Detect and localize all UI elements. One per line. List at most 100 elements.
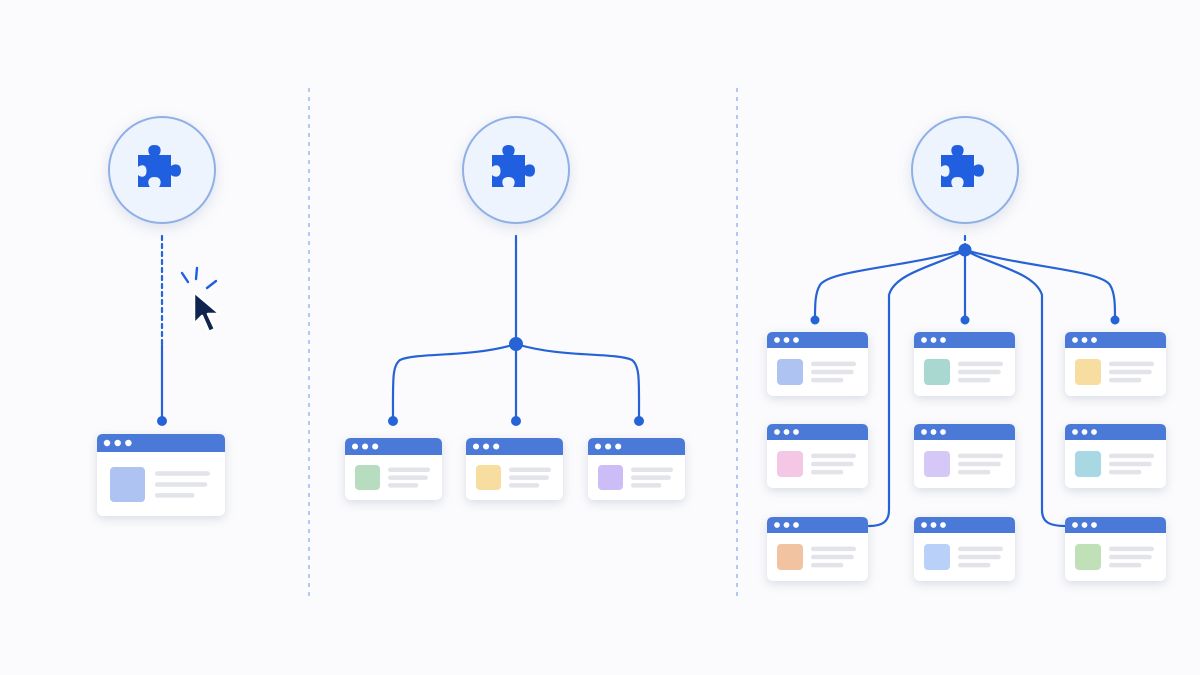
window-dot-icon — [783, 522, 790, 528]
window-dot-icon — [1081, 337, 1088, 343]
window-dot-icon — [493, 443, 500, 450]
browser-window-teal — [914, 332, 1015, 396]
window-dot-icon — [114, 439, 121, 447]
text-placeholder-line — [811, 461, 854, 467]
window-dot-icon — [605, 443, 612, 450]
text-placeholder-line — [958, 562, 991, 568]
connector-node — [157, 416, 167, 426]
browser-window-green — [345, 438, 442, 500]
window-titlebar — [914, 517, 1015, 533]
text-placeholder-line — [1109, 461, 1152, 467]
content-thumbnail — [598, 465, 623, 490]
connector-line — [514, 342, 641, 422]
connector-node — [509, 337, 523, 351]
browser-window-yellow — [466, 438, 563, 500]
text-placeholder-line — [631, 475, 671, 480]
window-dot-icon — [1081, 429, 1088, 435]
connector-node — [960, 315, 970, 325]
window-dot-icon — [921, 429, 927, 435]
window-dot-icon — [774, 429, 780, 435]
window-titlebar — [767, 424, 868, 440]
browser-window-yellow — [1065, 332, 1166, 396]
connector-nodes — [157, 243, 1120, 426]
browser-window-cyan — [1065, 424, 1166, 488]
window-dot-icon — [930, 429, 937, 435]
window-dot-icon — [774, 337, 780, 343]
connector-node — [511, 416, 521, 426]
text-placeholder-line — [155, 493, 195, 498]
text-placeholder-line — [958, 461, 1001, 467]
text-placeholder-line — [1109, 453, 1154, 459]
text-placeholder-line — [811, 377, 844, 383]
connector-line — [813, 248, 967, 321]
content-thumbnail — [777, 359, 803, 385]
window-dot-icon — [615, 443, 622, 450]
window-dot-icon — [1072, 337, 1078, 343]
text-placeholder-line — [509, 483, 540, 488]
text-placeholder-line — [1109, 562, 1142, 568]
window-titlebar — [1065, 332, 1166, 348]
click-burst-icon — [180, 266, 218, 290]
click-cursor — [180, 266, 222, 334]
content-thumbnail — [1075, 451, 1101, 477]
window-dot-icon — [1091, 429, 1097, 435]
text-placeholder-line — [1109, 377, 1142, 383]
window-dot-icon — [930, 337, 937, 343]
mouse-pointer-icon — [192, 290, 222, 334]
text-placeholder-line — [958, 369, 1001, 375]
text-placeholder-line — [811, 546, 856, 552]
window-dot-icon — [940, 337, 946, 343]
content-thumbnail — [777, 451, 803, 477]
text-placeholder-line — [958, 361, 1003, 367]
window-titlebar — [767, 332, 868, 348]
text-placeholder-line — [811, 562, 844, 568]
window-titlebar — [466, 438, 563, 455]
content-thumbnail — [110, 467, 145, 502]
window-dot-icon — [774, 522, 780, 528]
browser-window-lavender — [914, 424, 1015, 488]
content-thumbnail — [777, 544, 803, 570]
window-dot-icon — [783, 337, 790, 343]
window-dot-icon — [793, 429, 799, 435]
window-dot-icon — [594, 443, 602, 450]
window-dot-icon — [372, 443, 379, 450]
content-thumbnail — [476, 465, 501, 490]
window-dot-icon — [793, 337, 799, 343]
window-dot-icon — [351, 443, 359, 450]
window-dot-icon — [125, 439, 132, 447]
browser-window-lightblue — [914, 517, 1015, 581]
window-titlebar — [345, 438, 442, 455]
text-placeholder-line — [388, 475, 428, 480]
extension-hub — [462, 116, 570, 224]
text-placeholder-line — [811, 453, 856, 459]
window-dot-icon — [1081, 522, 1088, 528]
window-titlebar — [97, 434, 225, 452]
text-placeholder-line — [509, 467, 551, 472]
connector-line — [963, 248, 1117, 321]
content-thumbnail — [1075, 359, 1101, 385]
connector-node — [634, 416, 644, 426]
browser-window-blue — [767, 332, 868, 396]
text-placeholder-line — [1109, 369, 1152, 375]
connector-node — [810, 315, 820, 325]
text-placeholder-line — [958, 554, 1001, 560]
text-placeholder-line — [388, 483, 419, 488]
window-dot-icon — [921, 522, 927, 528]
text-placeholder-line — [631, 467, 673, 472]
text-placeholder-line — [811, 469, 844, 475]
text-placeholder-line — [155, 471, 210, 476]
content-thumbnail — [924, 359, 950, 385]
window-dot-icon — [793, 522, 799, 528]
window-titlebar — [1065, 424, 1166, 440]
browser-window-pink — [767, 424, 868, 488]
connector-line — [867, 248, 967, 528]
text-placeholder-line — [388, 467, 430, 472]
text-placeholder-line — [811, 554, 854, 560]
connector-node — [1110, 315, 1120, 325]
window-titlebar — [588, 438, 685, 455]
content-thumbnail — [924, 544, 950, 570]
connector-line — [391, 342, 518, 422]
browser-windows — [97, 332, 1166, 581]
window-titlebar — [1065, 517, 1166, 533]
